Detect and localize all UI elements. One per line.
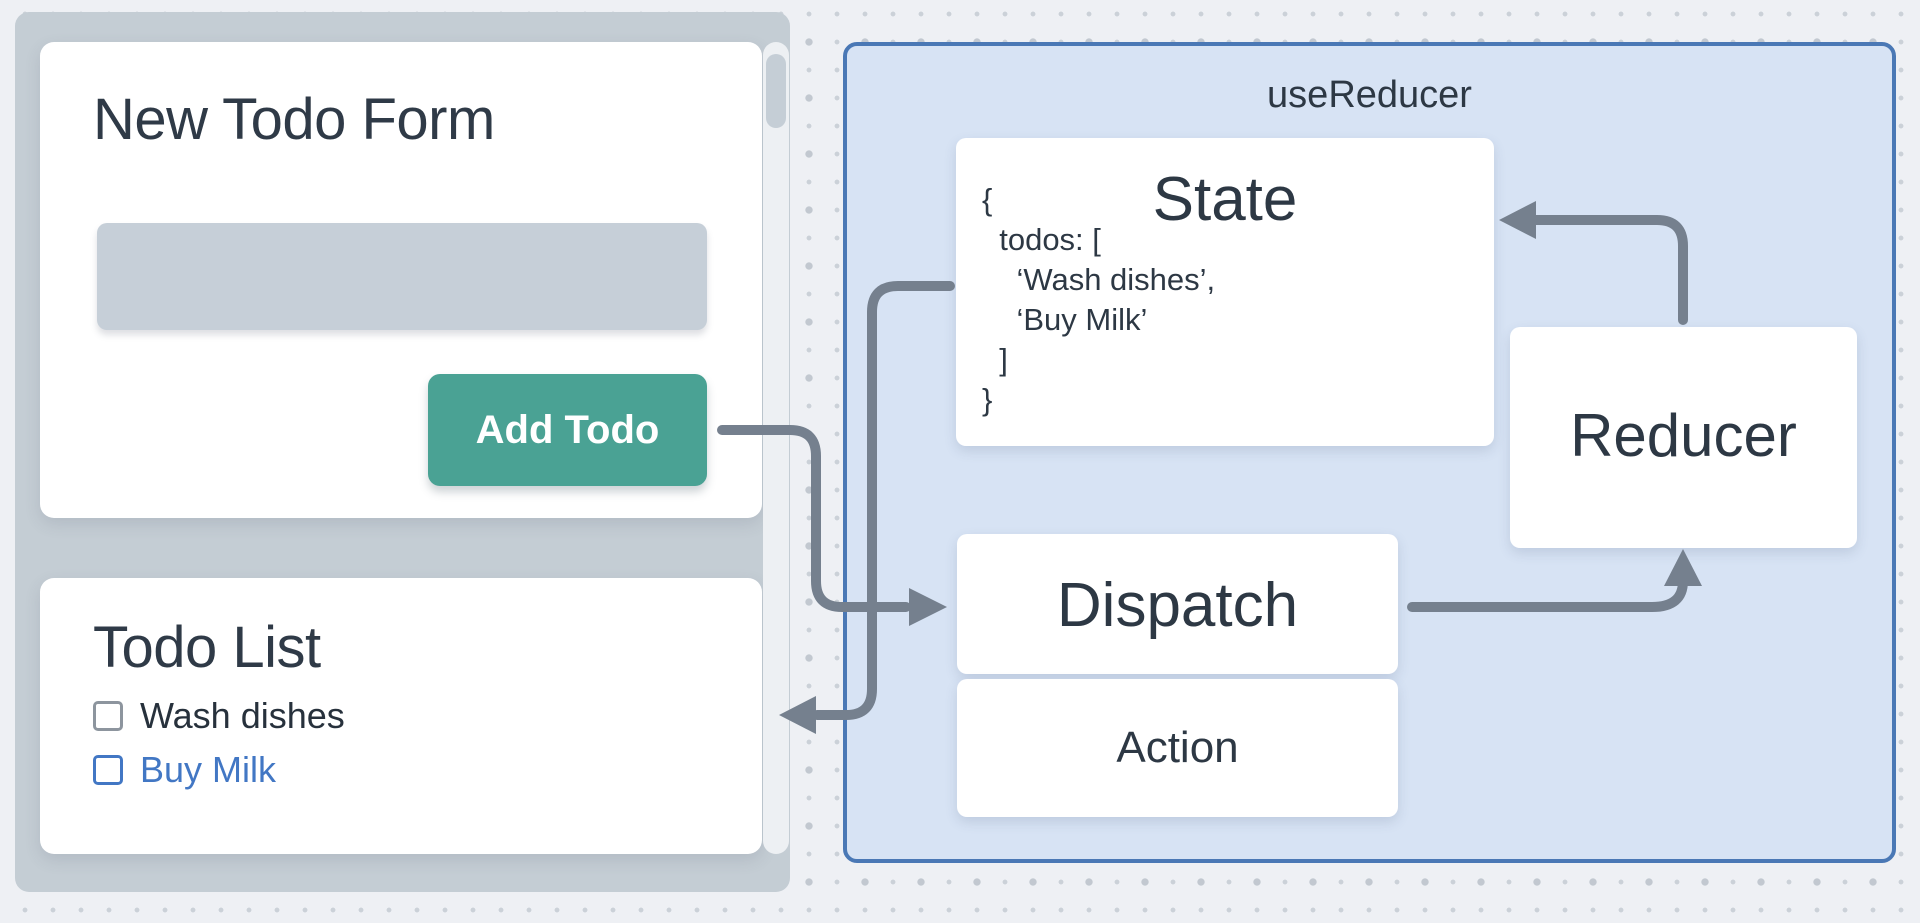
state-node-title: State: [1152, 165, 1298, 234]
list-card-title: Todo List: [93, 615, 321, 680]
state-code-line: todos: [: [982, 222, 1101, 257]
state-code-line: ‘Wash dishes’,: [982, 262, 1216, 297]
state-code-line: ‘Buy Milk’: [982, 302, 1148, 337]
todo-app-container: New Todo Form Add Todo Todo List Wash di…: [15, 12, 790, 892]
todo-list-card: Todo List Wash dishes Buy Milk: [40, 578, 762, 854]
new-todo-input[interactable]: [97, 223, 707, 330]
state-code-line: ]: [982, 342, 1008, 377]
scrollbar-thumb[interactable]: [766, 54, 786, 128]
state-code-block: { todos: [ ‘Wash dishes’, ‘Buy Milk’ ] }: [982, 180, 1215, 420]
todo-item-label: Wash dishes: [140, 695, 345, 736]
checkbox-icon[interactable]: [93, 755, 123, 785]
action-node-label: Action: [1116, 723, 1239, 772]
todo-list-item: Buy Milk: [93, 749, 277, 790]
usereducer-panel-title: useReducer: [1267, 74, 1472, 116]
reducer-node: Reducer: [1510, 327, 1857, 548]
state-code-line: }: [982, 382, 993, 417]
checkbox-icon[interactable]: [93, 701, 123, 731]
dispatch-node-label: Dispatch: [1056, 571, 1299, 640]
add-todo-button[interactable]: Add Todo: [428, 374, 707, 486]
dispatch-node: Dispatch: [957, 534, 1398, 674]
new-todo-form-card: New Todo Form Add Todo: [40, 42, 762, 518]
reducer-node-label: Reducer: [1570, 402, 1797, 469]
state-node: State { todos: [ ‘Wash dishes’, ‘Buy Mil…: [956, 138, 1494, 446]
usereducer-panel: useReducer State { todos: [ ‘Wash dishes…: [843, 42, 1896, 863]
scrollbar-track[interactable]: [763, 42, 789, 854]
state-code-line: {: [982, 182, 993, 217]
todo-item-label[interactable]: Buy Milk: [140, 749, 277, 790]
action-node: Action: [957, 679, 1398, 817]
form-card-title: New Todo Form: [93, 87, 495, 152]
todo-list-item: Wash dishes: [93, 695, 345, 736]
